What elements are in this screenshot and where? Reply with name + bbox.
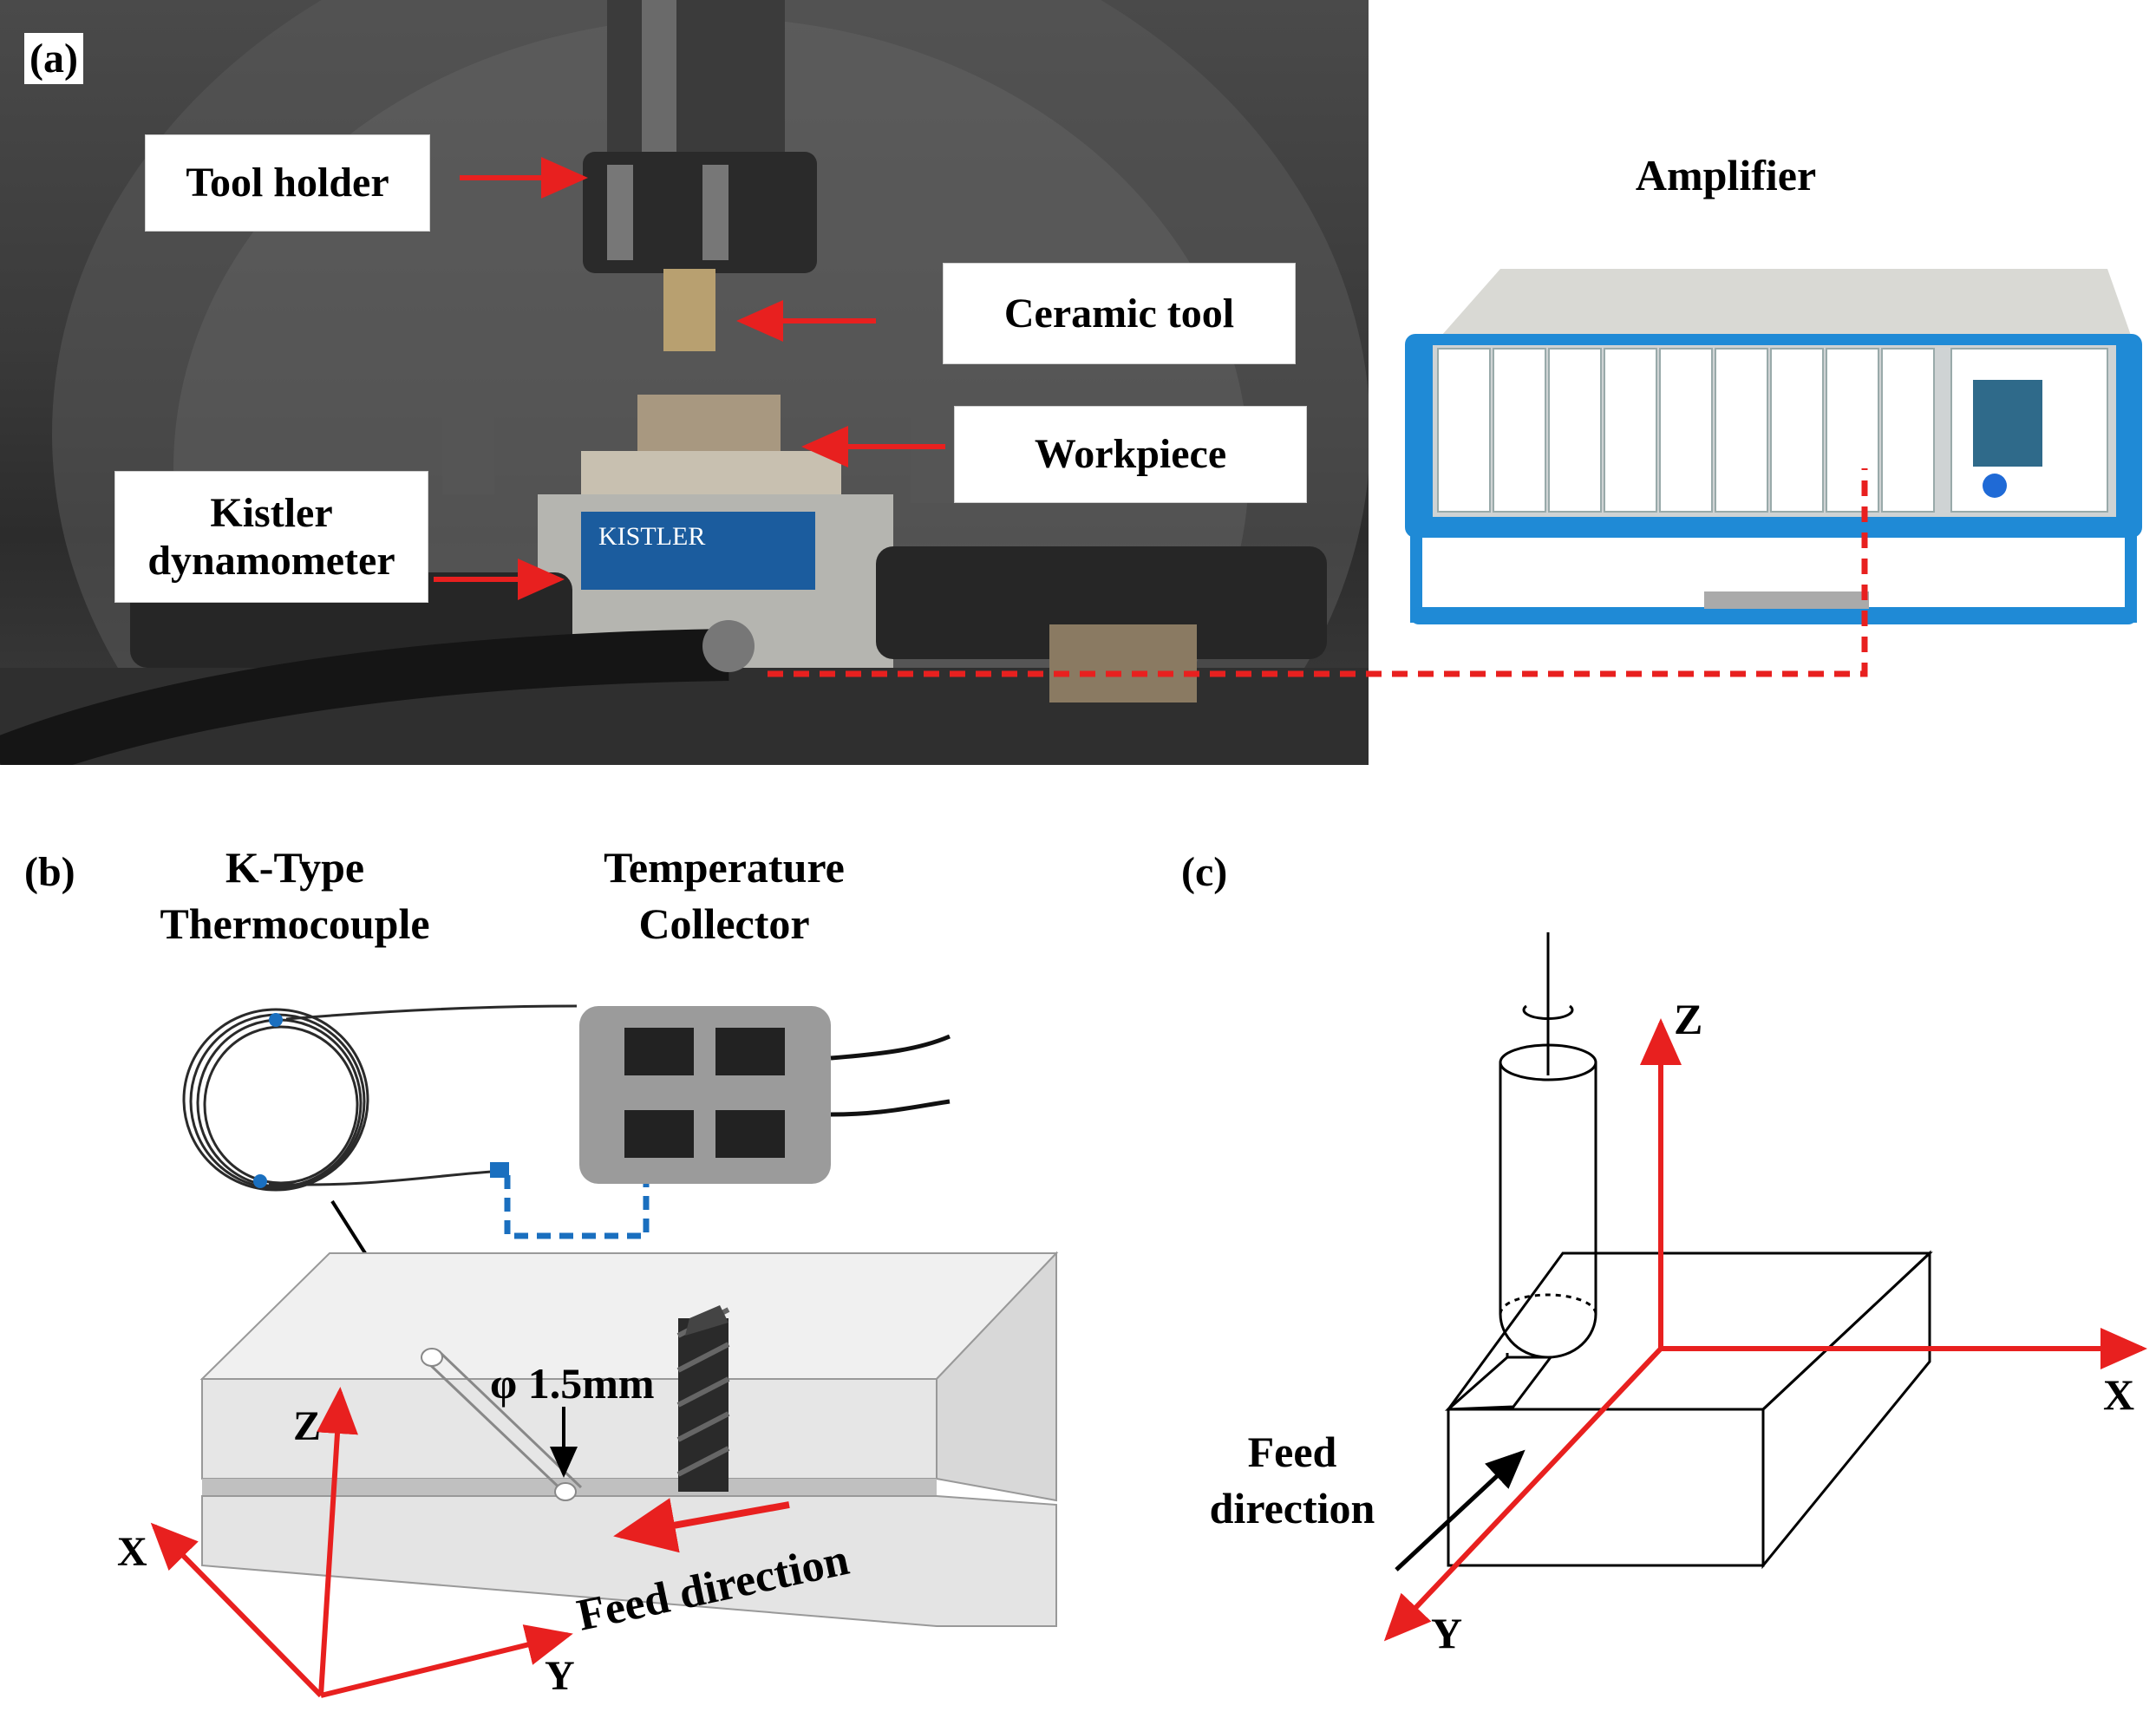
ceramic-tool-label: Ceramic tool: [943, 263, 1296, 364]
panel-a-letter: (a): [24, 33, 83, 84]
thermocouple-label: K-Type Thermocouple: [160, 843, 430, 948]
workpiece-block-b: [199, 1251, 1059, 1627]
feed-arrow-c: [1395, 1449, 1526, 1572]
y-axis-b: [320, 1624, 573, 1698]
y-label-b: Y: [545, 1653, 575, 1699]
z-label-b: Z: [293, 1403, 321, 1449]
end-mill: [676, 1305, 730, 1492]
x-label-c: X: [2103, 1370, 2134, 1419]
signal-cable-line: [768, 468, 1868, 677]
feed-direction-label-c: Feed direction: [1209, 1428, 1375, 1532]
hole-diameter-label: φ 1.5mm: [490, 1359, 655, 1408]
panel-c-letter: (c): [1181, 849, 1228, 895]
panel-a-arrows: [434, 157, 1868, 677]
tool-holder-label: Tool holder: [145, 134, 430, 232]
feed-arrow-b: [613, 1498, 790, 1553]
workpiece-block-c: [1444, 1250, 1933, 1570]
x-label-b: X: [117, 1529, 147, 1575]
thermocouple-coil: [182, 1004, 578, 1192]
kistler-plate-text: KISTLER: [598, 522, 705, 551]
amplifier-device: [1405, 269, 2142, 624]
panel-c-diagram: Z X Y: [1383, 932, 2147, 1657]
workpiece-label: Workpiece: [954, 406, 1307, 503]
amplifier-label: Amplifier: [1635, 151, 1817, 199]
thermocouple-connection: [504, 1175, 650, 1239]
temperature-collector-label: Temperature Collector: [604, 843, 845, 948]
x-axis-b: [150, 1522, 323, 1698]
y-label-c: Y: [1431, 1609, 1462, 1657]
tool-cylinder-c: [1499, 932, 1597, 1359]
kistler-plate: [581, 512, 815, 590]
z-axis-b: [317, 1387, 358, 1696]
dynamometer-label: Kistler dynamometer: [114, 471, 428, 603]
panel-b-diagram: φ 1.5mm Feed direction Z X Y: [117, 1004, 1059, 1699]
y-axis-c: [1383, 1346, 1663, 1642]
panel-b-letter: (b): [24, 849, 75, 895]
temperature-collector-box: [579, 1006, 831, 1184]
z-label-c: Z: [1674, 995, 1702, 1043]
